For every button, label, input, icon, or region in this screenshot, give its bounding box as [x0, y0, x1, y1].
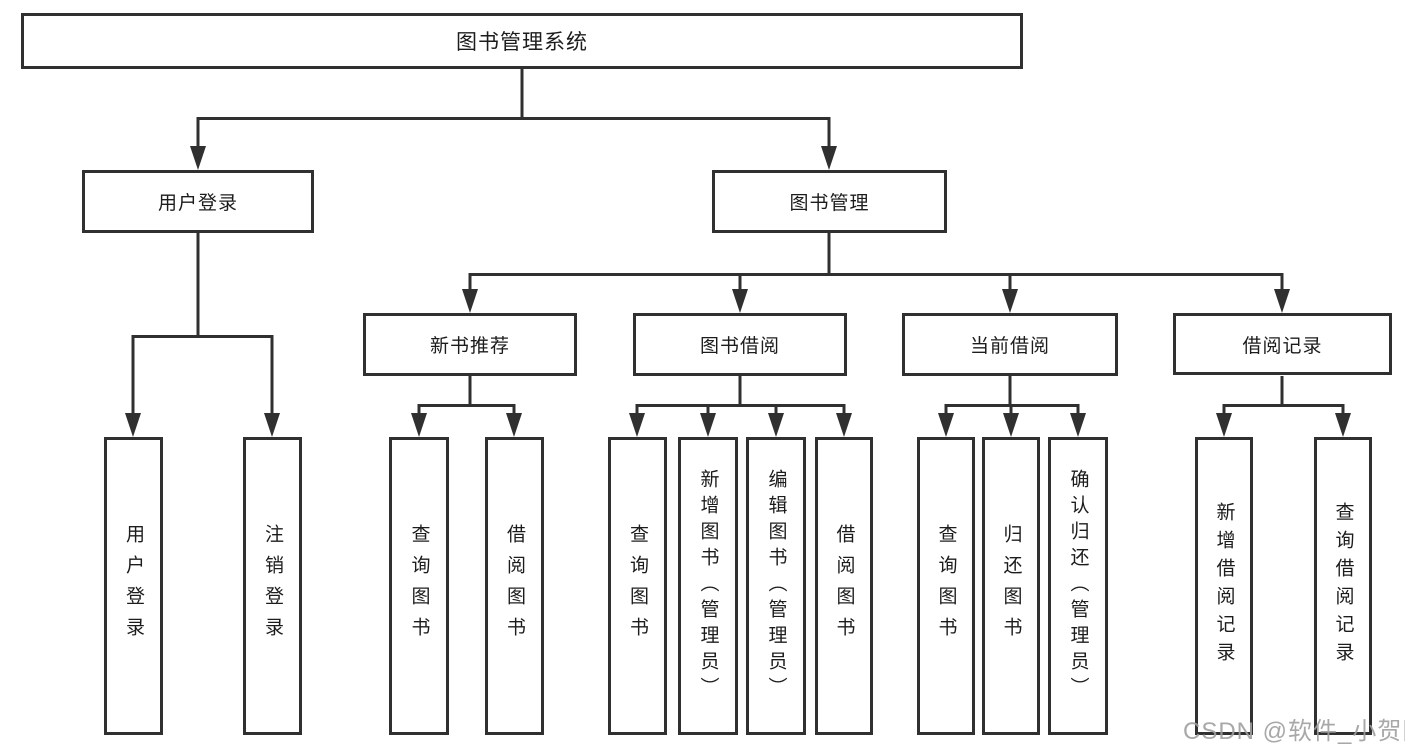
leaf-add-borrow-record: 新增借阅记录: [1195, 437, 1253, 735]
arrow-down-icon: [821, 146, 837, 170]
leaf-borrow-book-1: 借阅图书: [485, 437, 544, 735]
arrow-down-icon: [1002, 289, 1018, 313]
connector-line: [1222, 404, 1345, 416]
leaf-edit-book-admin: 编辑图书（管理员）: [746, 437, 806, 735]
arrow-down-icon: [411, 413, 427, 437]
leaf-confirm-return-admin: 确认归还（管理员）: [1048, 437, 1108, 735]
arrow-down-icon: [1070, 413, 1086, 437]
arrow-down-icon: [629, 413, 645, 437]
arrow-down-icon: [938, 413, 954, 437]
arrow-down-icon: [1003, 413, 1019, 437]
leaf-query-book-1: 查询图书: [389, 437, 449, 735]
connector-line: [468, 273, 1284, 292]
arrow-down-icon: [732, 289, 748, 313]
node-new-book-recommend: 新书推荐: [363, 313, 577, 376]
leaf-borrow-book-2: 借阅图书: [815, 437, 873, 735]
arrow-down-icon: [190, 146, 206, 170]
node-current-borrow: 当前借阅: [902, 313, 1118, 376]
arrow-down-icon: [768, 413, 784, 437]
leaf-user-login: 用户登录: [104, 437, 163, 735]
node-book-management: 图书管理: [712, 170, 947, 233]
arrow-down-icon: [836, 413, 852, 437]
connector-line: [196, 117, 831, 148]
arrow-down-icon: [462, 289, 478, 313]
leaf-query-book-3: 查询图书: [917, 437, 975, 735]
arrow-down-icon: [700, 413, 716, 437]
arrow-down-icon: [125, 413, 141, 437]
node-user-login: 用户登录: [82, 170, 314, 233]
node-root-system: 图书管理系统: [21, 13, 1023, 69]
node-borrow-record: 借阅记录: [1173, 313, 1392, 375]
leaf-return-book: 归还图书: [982, 437, 1040, 735]
arrow-down-icon: [506, 413, 522, 437]
node-book-borrow: 图书借阅: [633, 313, 847, 376]
leaf-add-book-admin: 新增图书（管理员）: [678, 437, 738, 735]
connector-line: [131, 335, 274, 416]
leaf-query-borrow-record: 查询借阅记录: [1314, 437, 1372, 735]
connector-line: [417, 404, 516, 416]
arrow-down-icon: [1216, 413, 1232, 437]
arrow-down-icon: [264, 413, 280, 437]
arrow-down-icon: [1335, 413, 1351, 437]
csdn-watermark: CSDN @软件_小贺同学: [1183, 718, 1405, 745]
leaf-query-book-2: 查询图书: [608, 437, 667, 735]
connector-line: [635, 404, 846, 416]
arrow-down-icon: [1274, 289, 1290, 313]
leaf-logout: 注销登录: [243, 437, 302, 735]
